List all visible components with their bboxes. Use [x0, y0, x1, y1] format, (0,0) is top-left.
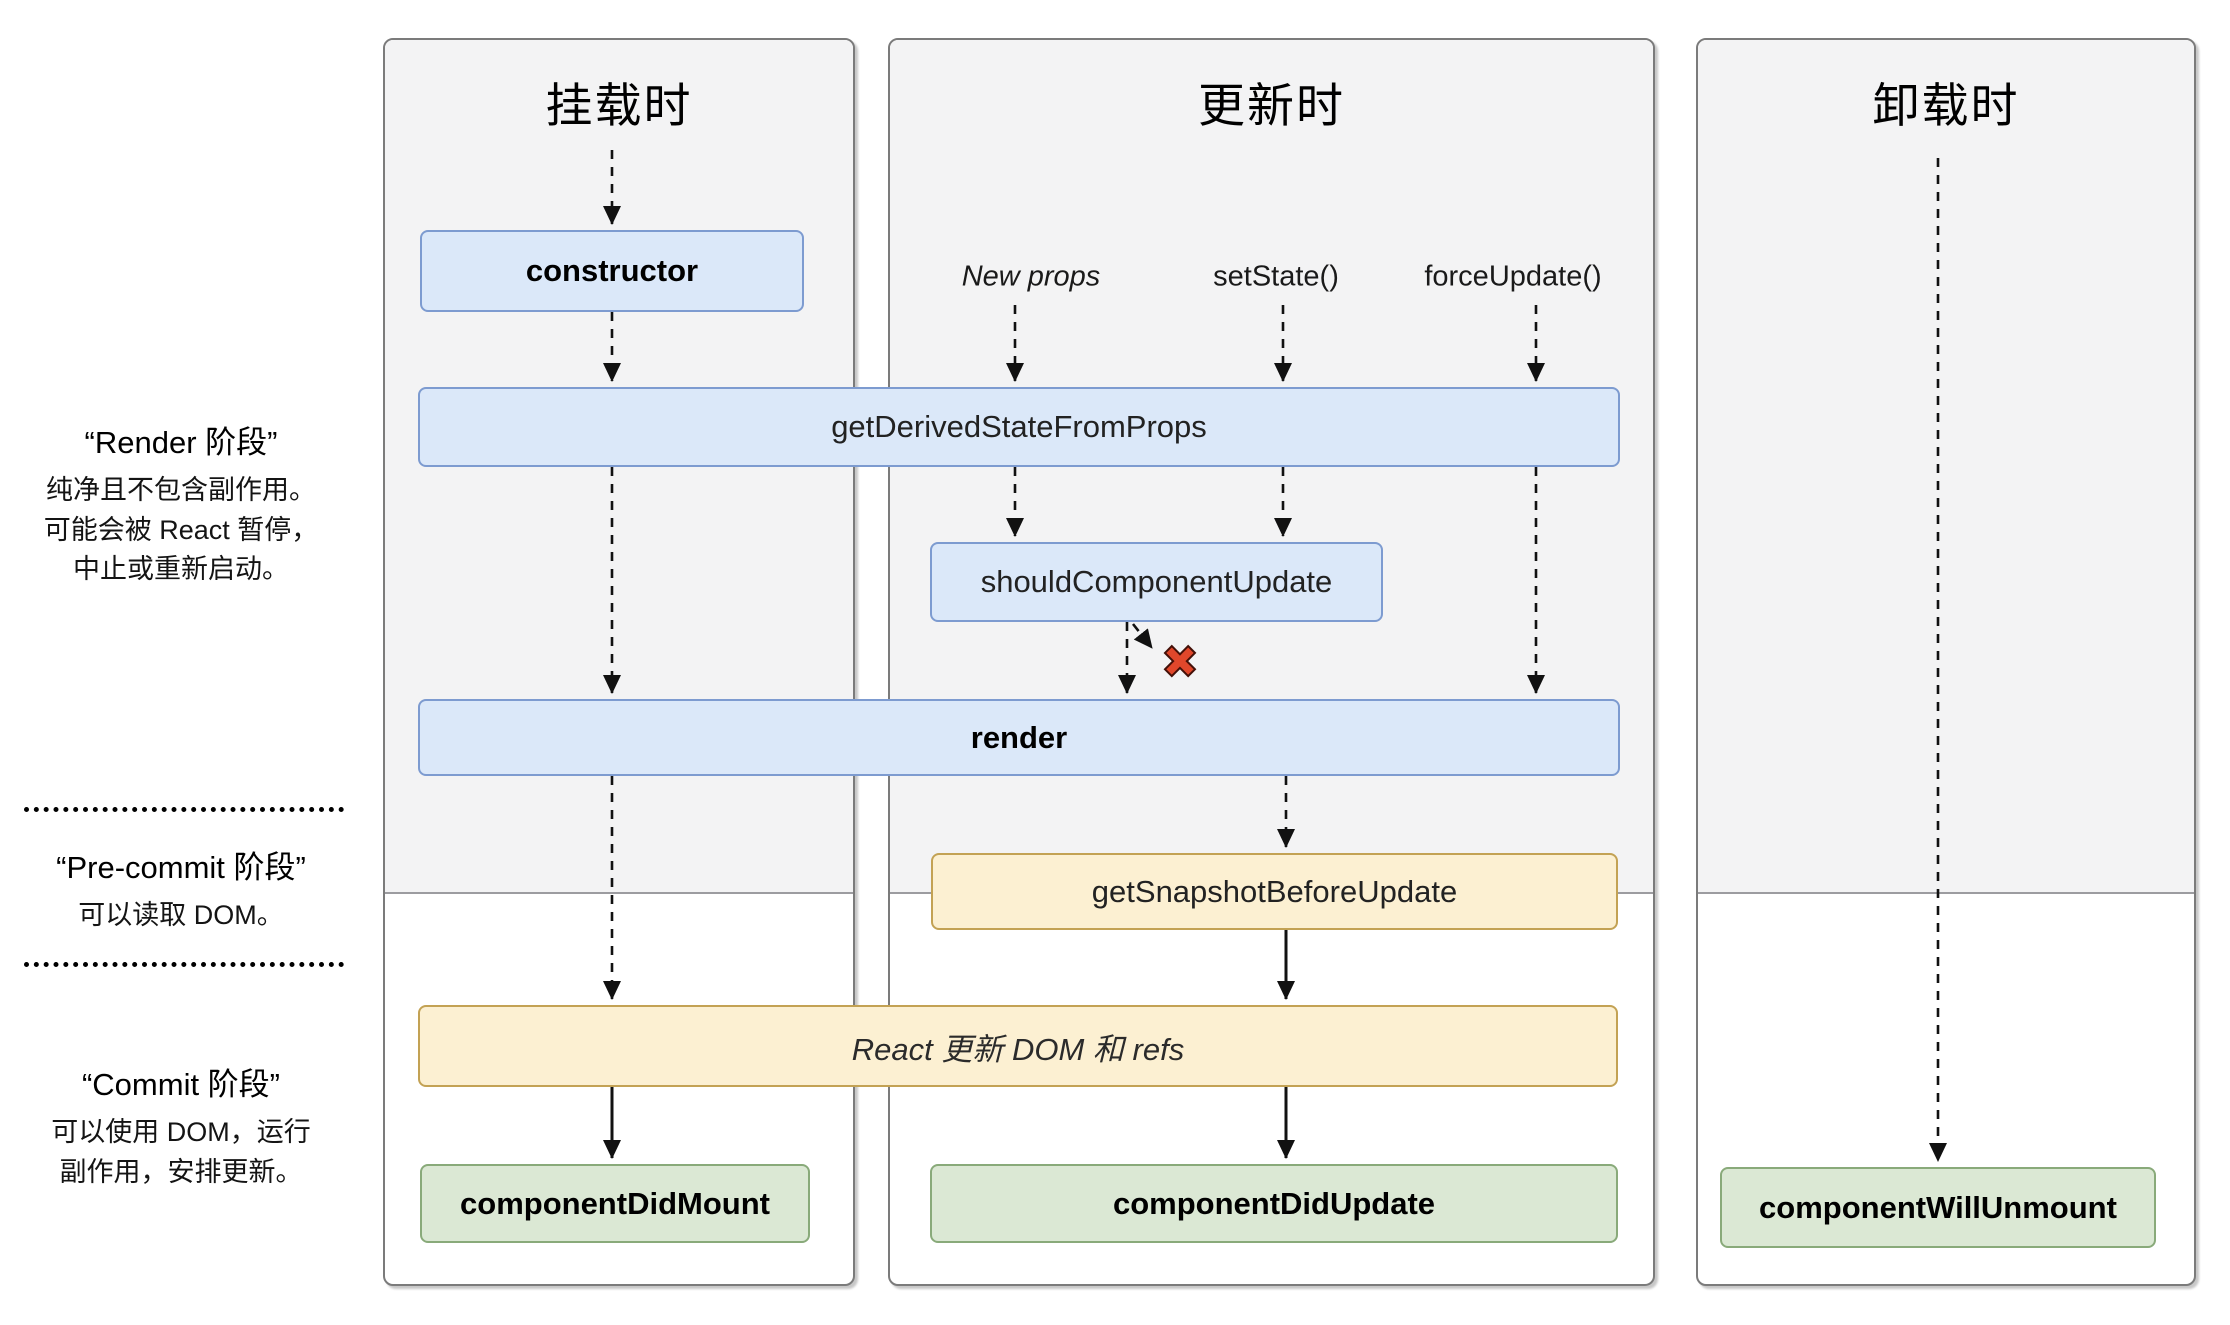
trigger-set-state: setState() [1213, 260, 1339, 293]
legend-pre-commit-phase: “Pre-commit 阶段” 可以读取 DOM。 [20, 849, 342, 936]
dotted-separator-bottom [24, 962, 344, 967]
component-will-unmount-box[interactable]: componentWillUnmount [1720, 1167, 2156, 1248]
should-component-update-box[interactable]: shouldComponentUpdate [930, 542, 1383, 622]
panel-title-unmounting: 卸载时 [1872, 79, 2020, 132]
trigger-force-update: forceUpdate() [1424, 260, 1602, 293]
legend-commit-title: “Commit 阶段” [81, 1067, 281, 1102]
get-snapshot-before-update-box[interactable]: getSnapshotBeforeUpdate [931, 853, 1618, 930]
panel-unmounting: 卸载时 [1696, 38, 2196, 1286]
legend-commit-body: 可以使用 DOM，运行 副作用，安排更新。 [51, 1117, 311, 1187]
react-updates-dom-box: React 更新 DOM 和 refs [418, 1005, 1618, 1087]
component-did-update-box[interactable]: componentDidUpdate [930, 1164, 1618, 1243]
panel-title-mounting: 挂载时 [545, 79, 693, 132]
legend-commit-phase: “Commit 阶段” 可以使用 DOM，运行 副作用，安排更新。 [20, 1066, 342, 1192]
legend-render-phase-body: 纯净且不包含副作用。 可能会被 React 暂停， 中止或重新启动。 [43, 475, 319, 584]
component-did-mount-box[interactable]: componentDidMount [420, 1164, 810, 1243]
trigger-new-props: New props [961, 260, 1101, 293]
legend-render-phase: “Render 阶段” 纯净且不包含副作用。 可能会被 React 暂停， 中止… [20, 424, 342, 590]
render-phase-band-unmounting [1698, 40, 2194, 894]
cancel-x-icon: ✖ [1160, 636, 1200, 688]
constructor-box[interactable]: constructor [420, 230, 804, 312]
get-derived-state-from-props-box[interactable]: getDerivedStateFromProps [418, 387, 1620, 467]
legend-render-phase-title: “Render 阶段” [84, 425, 278, 460]
legend-pre-commit-body: 可以读取 DOM。 [78, 900, 284, 930]
legend-pre-commit-title: “Pre-commit 阶段” [56, 850, 306, 885]
arrow-scu-to-cancel [1131, 623, 1154, 649]
dotted-separator-top [24, 807, 344, 812]
panel-title-updating: 更新时 [1198, 79, 1345, 132]
render-box[interactable]: render [418, 699, 1620, 776]
